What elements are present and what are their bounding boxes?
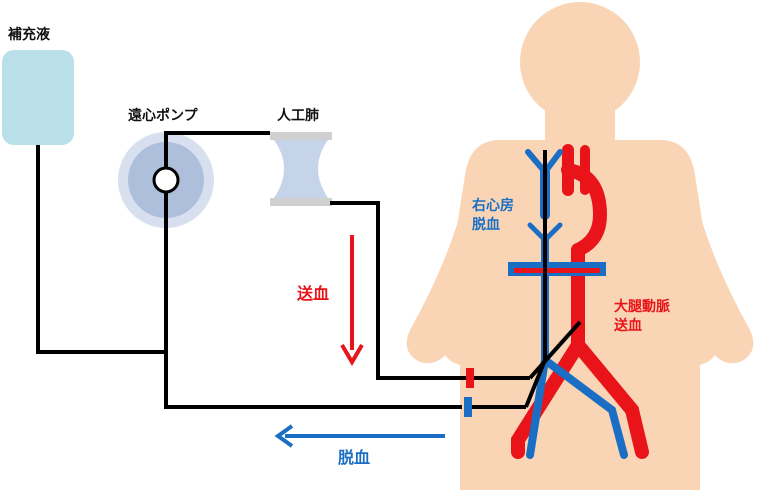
venous-connector bbox=[464, 397, 472, 417]
patient-head bbox=[520, 2, 640, 122]
label-femoral-artery-2: 送血 bbox=[614, 318, 642, 334]
label-blood-drainage: 脱血 bbox=[338, 448, 371, 467]
arterial-vessels bbox=[511, 144, 649, 459]
replacement-fluid-bag bbox=[2, 50, 74, 145]
patient-right-arm bbox=[655, 175, 754, 364]
artificial-lung bbox=[270, 132, 332, 206]
label-artificial-lung: 人工肺 bbox=[277, 108, 319, 124]
label-right-atrium-1: 右心房 bbox=[472, 198, 514, 214]
delivery-arrow bbox=[340, 235, 364, 366]
label-blood-delivery: 送血 bbox=[297, 284, 330, 303]
delivery-line bbox=[330, 201, 466, 380]
label-centrifugal-pump: 遠心ポンプ bbox=[128, 108, 198, 124]
label-right-atrium-2: 脱血 bbox=[472, 217, 500, 233]
label-replacement-fluid: 補充液 bbox=[8, 27, 50, 43]
centrifugal-pump bbox=[118, 132, 214, 228]
patient-neck bbox=[545, 100, 615, 145]
heart-band-red bbox=[514, 268, 600, 273]
circuit-tubing bbox=[36, 131, 530, 409]
patient-left-arm bbox=[406, 175, 505, 364]
arterial-connector bbox=[466, 368, 474, 388]
pump-to-lung-line bbox=[164, 131, 270, 168]
fluid-line bbox=[36, 145, 168, 354]
label-femoral-artery-1: 大腿動脈 bbox=[614, 299, 670, 315]
drainage-line bbox=[164, 192, 462, 409]
drainage-arrow bbox=[274, 424, 445, 448]
cannulas bbox=[524, 150, 582, 408]
